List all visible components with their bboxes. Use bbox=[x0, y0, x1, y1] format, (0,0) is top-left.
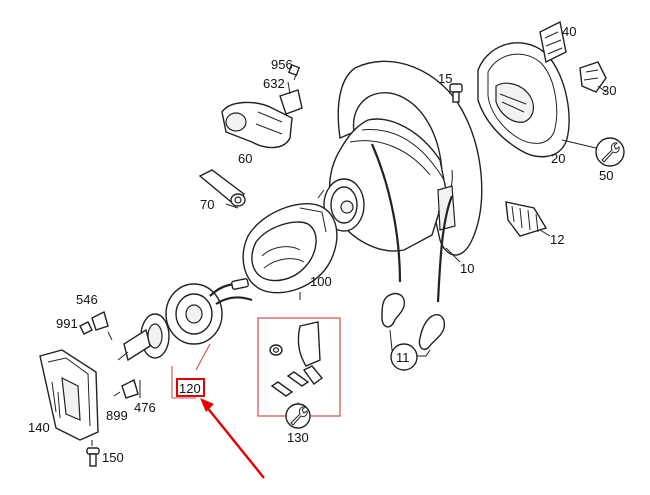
label-50: 50 bbox=[599, 168, 613, 183]
part-70[interactable] bbox=[198, 169, 246, 208]
label-546: 546 bbox=[76, 292, 98, 307]
label-30: 30 bbox=[602, 83, 616, 98]
label-20: 20 bbox=[551, 151, 565, 166]
label-60: 60 bbox=[238, 151, 252, 166]
label-12: 12 bbox=[550, 232, 564, 247]
label-140: 140 bbox=[28, 420, 50, 435]
red-arrow-icon bbox=[200, 398, 265, 479]
airbag-module-part-20[interactable] bbox=[477, 42, 597, 158]
wrench-icon bbox=[601, 142, 620, 163]
label-130: 130 bbox=[287, 430, 309, 445]
callout-labels: 956 632 60 70 15 40 30 20 50 12 10 100 1… bbox=[28, 24, 616, 465]
connector-part-546[interactable] bbox=[91, 310, 109, 331]
label-899: 899 bbox=[106, 408, 128, 423]
label-15: 15 bbox=[438, 71, 452, 86]
label-632: 632 bbox=[263, 76, 285, 91]
label-150: 150 bbox=[102, 450, 124, 465]
tool-part-50[interactable] bbox=[595, 137, 625, 167]
leader-lines bbox=[91, 203, 551, 446]
connector-part-991[interactable] bbox=[79, 321, 93, 335]
label-991: 991 bbox=[56, 316, 78, 331]
connector-part-12[interactable] bbox=[505, 201, 548, 237]
label-100: 100 bbox=[310, 274, 332, 289]
label-40: 40 bbox=[562, 24, 576, 39]
label-10: 10 bbox=[460, 261, 474, 276]
bracket-set-part-130[interactable] bbox=[257, 317, 341, 429]
label-476: 476 bbox=[134, 400, 156, 415]
wrench-icon bbox=[290, 406, 308, 426]
label-120: 120 bbox=[179, 381, 201, 396]
cover-part-40[interactable] bbox=[539, 20, 567, 64]
steering-wheel-part-10[interactable] bbox=[311, 60, 483, 303]
screw-part-15[interactable] bbox=[449, 83, 463, 103]
paddle-switches-part-11[interactable] bbox=[381, 292, 446, 371]
highlight-box-120 bbox=[176, 378, 205, 397]
screw-part-150[interactable] bbox=[86, 447, 100, 467]
cover-part-140[interactable] bbox=[39, 349, 99, 441]
label-956: 956 bbox=[271, 57, 293, 72]
switch-module-part-476[interactable] bbox=[117, 313, 170, 362]
connector-part-899[interactable] bbox=[113, 378, 139, 399]
switch-part-60[interactable] bbox=[221, 63, 303, 149]
label-70: 70 bbox=[200, 197, 214, 212]
clock-spring-part-120[interactable] bbox=[165, 278, 253, 345]
column-jacket-part-100[interactable] bbox=[242, 203, 338, 294]
label-11: 11 bbox=[396, 350, 410, 365]
clip-part-30[interactable] bbox=[579, 61, 607, 93]
